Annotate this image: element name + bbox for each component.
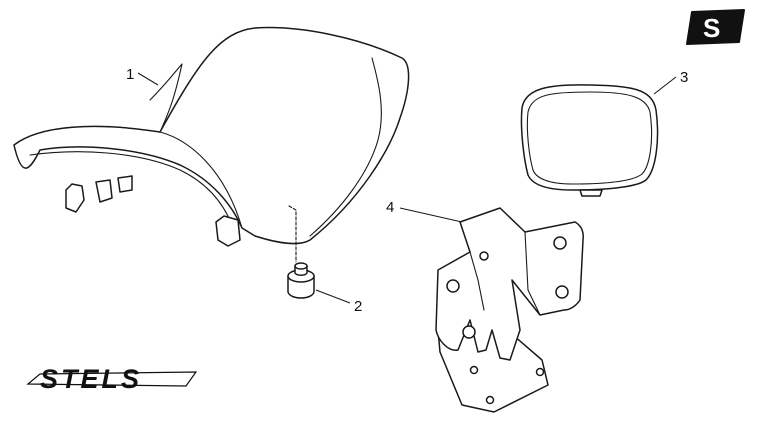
callout-label-3: 3 xyxy=(680,69,688,86)
callout-3: 3 xyxy=(653,69,688,95)
brand-logo-icon: S xyxy=(686,9,745,45)
brand-wordmark: STELS xyxy=(26,364,198,394)
callout-2: 2 xyxy=(315,289,362,315)
callout-4: 4 xyxy=(386,199,463,223)
brand-logo-letter: S xyxy=(703,13,720,43)
brand-wordmark-text: STELS xyxy=(40,364,142,394)
callout-label-4: 4 xyxy=(386,199,394,216)
pad-part xyxy=(520,84,659,197)
bumper-part xyxy=(287,262,315,299)
callout-label-2: 2 xyxy=(354,298,362,315)
callout-label-1: 1 xyxy=(126,66,134,83)
callout-1: 1 xyxy=(126,66,159,86)
bracket-part xyxy=(435,207,584,413)
seat-part xyxy=(13,26,410,263)
